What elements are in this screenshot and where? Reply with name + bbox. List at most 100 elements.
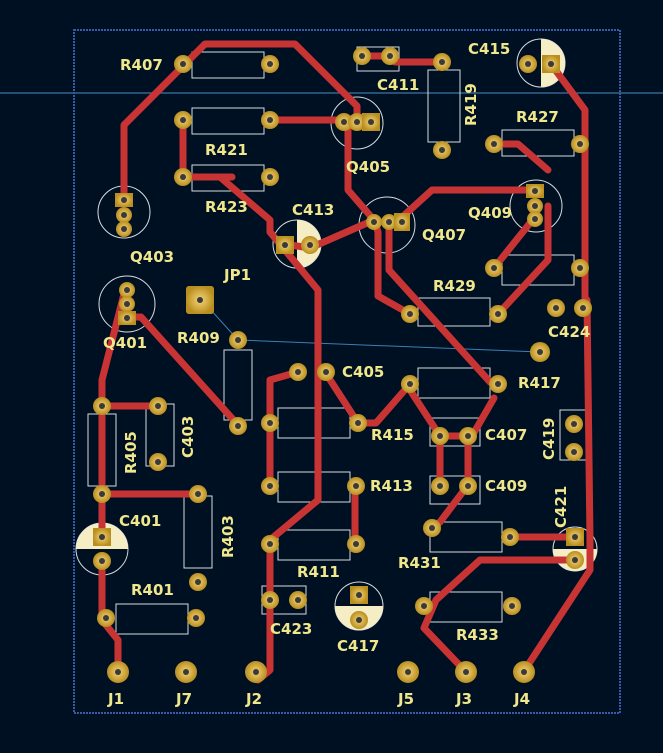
drill-hole	[235, 337, 241, 343]
drill-hole	[99, 403, 105, 409]
drill-hole	[407, 311, 413, 317]
ref-R431: R431	[398, 554, 441, 572]
drill-hole	[193, 615, 199, 621]
ref-C417: C417	[337, 637, 379, 655]
drill-hole	[195, 491, 201, 497]
drill-hole	[525, 61, 531, 67]
drill-hole	[356, 617, 362, 623]
drill-hole	[439, 147, 445, 153]
drill-hole	[99, 534, 105, 540]
drill-hole	[577, 141, 583, 147]
drill-hole	[183, 669, 189, 675]
drill-hole	[407, 381, 413, 387]
drill-hole	[465, 433, 471, 439]
ref-R423: R423	[205, 198, 248, 216]
drill-hole	[495, 381, 501, 387]
drill-hole	[439, 59, 445, 65]
drill-hole	[491, 141, 497, 147]
ref-R413: R413	[370, 477, 413, 495]
drill-hole	[121, 197, 127, 203]
drill-hole	[267, 61, 273, 67]
drill-hole	[548, 61, 554, 67]
drill-hole	[180, 61, 186, 67]
ref-R409: R409	[177, 329, 220, 347]
ref-C424: C424	[548, 323, 590, 341]
ref-R405: R405	[122, 431, 140, 474]
drill-hole	[353, 541, 359, 547]
ref-C407: C407	[485, 426, 527, 444]
drill-hole	[507, 534, 513, 540]
silkscreen-labels: R407 R421 R423 C411 R419 Q405 C415 R427 …	[103, 40, 590, 708]
board-edge	[73, 29, 621, 714]
ref-R407: R407	[120, 56, 163, 74]
ref-R401: R401	[131, 581, 174, 599]
drill-hole	[267, 420, 273, 426]
drill-hole	[235, 423, 241, 429]
drill-hole	[491, 265, 497, 271]
drill-hole	[103, 615, 109, 621]
drill-hole	[532, 188, 538, 194]
ref-C409: C409	[485, 477, 527, 495]
drill-hole	[532, 216, 538, 222]
ref-J1: J1	[107, 690, 124, 708]
drill-hole	[359, 53, 365, 59]
drill-hole	[267, 483, 273, 489]
ref-C421: C421	[552, 486, 570, 528]
ref-C415: C415	[468, 40, 510, 58]
drill-hole	[572, 534, 578, 540]
drill-hole	[307, 242, 313, 248]
drill-hole	[355, 420, 361, 426]
drill-hole	[267, 174, 273, 180]
drill-hole	[421, 603, 427, 609]
ref-R429: R429	[433, 277, 476, 295]
ref-C413: C413	[292, 201, 334, 219]
drill-hole	[124, 287, 130, 293]
drill-hole	[553, 305, 559, 311]
drill-hole	[521, 669, 527, 675]
drill-hole	[180, 117, 186, 123]
drill-hole	[253, 669, 259, 675]
drill-hole	[571, 449, 577, 455]
drill-hole	[437, 483, 443, 489]
copper-traces	[98, 40, 594, 684]
drill-hole	[155, 459, 161, 465]
drill-hole	[465, 483, 471, 489]
ref-J4: J4	[513, 690, 530, 708]
drill-hole	[571, 421, 577, 427]
ref-J5: J5	[397, 690, 414, 708]
ref-Q407: Q407	[422, 226, 466, 244]
ref-Q409: Q409	[468, 204, 512, 222]
drill-hole	[124, 301, 130, 307]
drill-hole	[371, 219, 377, 225]
drill-hole	[537, 349, 543, 355]
drill-hole	[387, 53, 393, 59]
drill-hole	[180, 174, 186, 180]
drill-hole	[121, 226, 127, 232]
ref-C419: C419	[540, 418, 558, 460]
drill-hole	[99, 491, 105, 497]
drill-hole	[368, 119, 374, 125]
ref-J3: J3	[455, 690, 472, 708]
ref-R403: R403	[219, 515, 237, 558]
drill-hole	[509, 603, 515, 609]
ref-Q405: Q405	[346, 158, 390, 176]
ref-C401: C401	[119, 512, 161, 530]
drill-hole	[295, 597, 301, 603]
drill-hole	[577, 265, 583, 271]
drill-hole	[282, 242, 288, 248]
drill-hole	[267, 117, 273, 123]
drill-hole	[354, 119, 360, 125]
ref-Q401: Q401	[103, 334, 147, 352]
drill-hole	[386, 219, 392, 225]
drill-hole	[405, 669, 411, 675]
drill-hole	[399, 219, 405, 225]
ref-R433: R433	[456, 626, 499, 644]
drill-hole	[580, 305, 586, 311]
ref-R421: R421	[205, 141, 248, 159]
drill-hole	[124, 315, 130, 321]
ref-R427: R427	[516, 108, 559, 126]
ref-C423: C423	[270, 620, 312, 638]
drill-hole	[155, 403, 161, 409]
drill-hole	[99, 558, 105, 564]
